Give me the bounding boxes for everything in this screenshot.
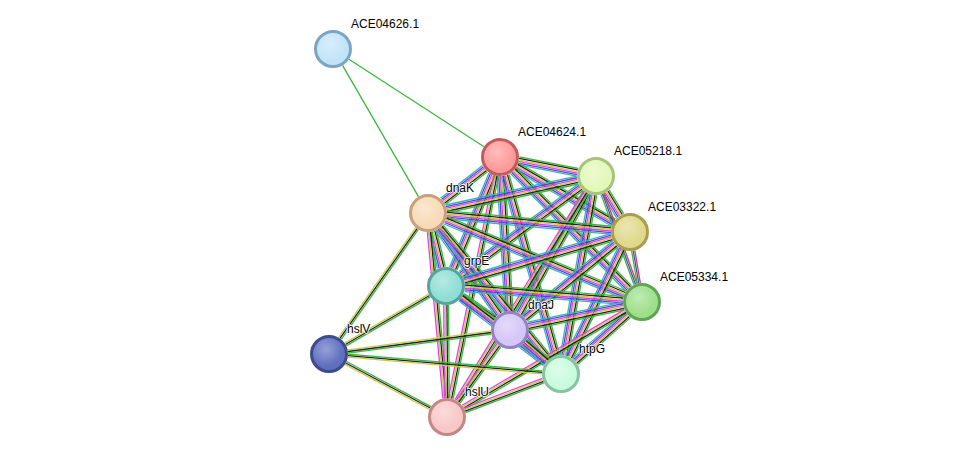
interaction-edge: [456, 344, 501, 403]
protein-label: hslU: [465, 385, 489, 399]
protein-label: ACE04624.1: [518, 125, 586, 139]
evidence-line: [441, 166, 483, 199]
evidence-line: [346, 297, 430, 346]
evidence-line: [343, 65, 419, 196]
protein-label: ACE05218.1: [614, 144, 682, 158]
node-highlight: [626, 286, 658, 318]
node-highlight: [317, 33, 349, 65]
evidence-line: [460, 347, 501, 403]
evidence-line: [446, 176, 577, 205]
interaction-edge: [348, 354, 542, 374]
evidence-line: [347, 362, 431, 407]
evidence-line: [524, 343, 546, 362]
evidence-line: [429, 232, 444, 398]
evidence-line: [446, 305, 448, 398]
protein-node: ACE05218.1: [577, 157, 615, 195]
protein-node: grpE: [427, 267, 465, 305]
evidence-line: [464, 378, 542, 408]
evidence-line: [464, 380, 542, 410]
evidence-line: [523, 344, 545, 363]
interaction-edge: [427, 232, 447, 399]
evidence-line: [431, 232, 446, 398]
protein-label: ACE04626.1: [351, 17, 419, 31]
node-highlight: [313, 338, 345, 370]
interaction-edge: [345, 294, 431, 346]
evidence-line: [464, 312, 626, 408]
evidence-line: [465, 381, 543, 411]
evidence-line: [464, 235, 612, 278]
evidence-line: [445, 305, 447, 398]
protein-node: htpG: [542, 355, 580, 393]
evidence-line: [466, 383, 544, 413]
evidence-line: [349, 59, 484, 146]
evidence-line: [523, 242, 614, 316]
evidence-line: [522, 345, 544, 364]
protein-label: ACE03322.1: [648, 200, 716, 214]
evidence-line: [345, 294, 429, 343]
evidence-line: [340, 229, 417, 339]
node-highlight: [494, 314, 526, 346]
evidence-line: [443, 305, 445, 398]
evidence-line: [632, 251, 638, 284]
interaction-edge: [573, 312, 631, 365]
protein-node: hslU: [428, 398, 466, 436]
interaction-edge: [345, 362, 431, 410]
protein-node: ACE03322.1: [611, 213, 649, 251]
evidence-line: [456, 344, 497, 400]
interaction-edge: [444, 305, 450, 398]
interaction-edge: [522, 339, 549, 364]
evidence-line: [448, 305, 450, 398]
evidence-line: [348, 357, 542, 374]
protein-label: grpE: [464, 254, 489, 268]
evidence-line: [348, 334, 491, 353]
protein-node: ACE05334.1: [623, 283, 661, 321]
protein-node: ACE04626.1: [314, 30, 352, 68]
protein-label: htpG: [579, 342, 605, 356]
evidence-line: [348, 356, 542, 373]
evidence-line: [464, 237, 612, 280]
protein-label: hslV: [347, 322, 370, 336]
protein-node: hslV: [310, 335, 348, 373]
protein-node: dnaJ: [491, 311, 529, 349]
evidence-line: [446, 178, 577, 207]
node-highlight: [580, 160, 612, 192]
evidence-line: [463, 311, 625, 407]
node-highlight: [614, 216, 646, 248]
protein-node: ACE04624.1: [481, 138, 519, 176]
evidence-line: [345, 364, 429, 409]
evidence-line: [443, 168, 485, 201]
node-highlight: [484, 141, 516, 173]
protein-label: ACE05334.1: [660, 270, 728, 284]
evidence-line: [339, 228, 416, 338]
evidence-line: [427, 232, 442, 398]
evidence-line: [345, 296, 429, 345]
interaction-edge: [339, 228, 419, 340]
evidence-line: [346, 363, 430, 408]
interaction-edge: [464, 378, 544, 412]
protein-label: dnaK: [446, 181, 474, 195]
evidence-line: [459, 346, 500, 402]
protein-label: dnaJ: [528, 298, 554, 312]
interaction-edge: [349, 59, 484, 146]
protein-node: dnaK: [409, 194, 447, 232]
interaction-edge: [632, 250, 641, 283]
evidence-line: [442, 167, 484, 200]
evidence-line: [457, 345, 498, 401]
node-highlight: [412, 197, 444, 229]
evidence-line: [348, 354, 542, 371]
node-highlight: [545, 358, 577, 390]
node-highlight: [431, 401, 463, 433]
interaction-edge: [343, 65, 419, 196]
node-highlight: [430, 270, 462, 302]
